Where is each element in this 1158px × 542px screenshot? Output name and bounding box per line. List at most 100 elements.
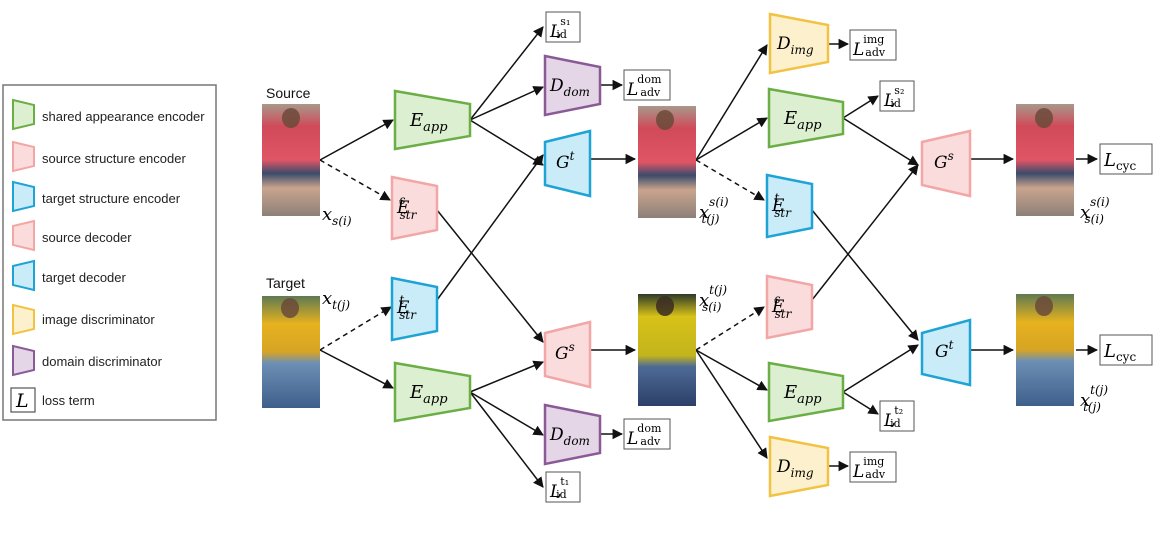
discriminator-shape <box>543 403 602 466</box>
loss-swatch <box>10 387 36 413</box>
shared-encoder-swatch <box>12 98 35 131</box>
legend-label: domain discriminator <box>42 354 163 369</box>
discriminator-shape <box>543 54 602 117</box>
legend-label: shared appearance encoder <box>42 109 205 124</box>
target-input: Target xt(j) <box>262 275 350 408</box>
arrow <box>842 117 919 166</box>
image-discriminator-swatch <box>12 303 35 336</box>
loss-box <box>1099 334 1153 366</box>
arrow <box>469 391 544 436</box>
reconstructed-target: xt(j)t(j) <box>1016 294 1108 414</box>
generated-person-head <box>656 296 674 316</box>
encoder-shape <box>393 361 472 423</box>
legend-label: loss term <box>42 393 95 408</box>
legend-item-shared: shared appearance encoder <box>12 98 205 131</box>
x-source-label: xs(i) <box>322 204 352 228</box>
discriminator-shape <box>768 435 830 498</box>
encoder-shape <box>767 87 845 149</box>
decoder-shape <box>920 318 972 387</box>
e-app-bottom-2: Eapp <box>767 361 845 423</box>
loss-box <box>879 400 915 432</box>
e-app-bottom: Eapp <box>393 361 472 423</box>
encoder-shape <box>393 89 472 151</box>
loss-cyc-top: Lcyc <box>1099 143 1153 175</box>
legend-label: target decoder <box>42 270 127 285</box>
arrow <box>811 164 919 301</box>
target-person-head <box>281 298 299 318</box>
target-caption: Target <box>266 275 305 291</box>
loss-box <box>849 451 897 483</box>
g-t-bottom: Gt <box>920 318 972 387</box>
discriminator-shape <box>768 12 830 75</box>
arrow-dashed <box>319 159 391 201</box>
arrow <box>469 86 544 121</box>
decoder-shape <box>920 129 972 198</box>
loss-box <box>849 29 897 61</box>
legend-item-img-disc: image discriminator <box>12 303 155 336</box>
e-app-top: Eapp <box>393 89 472 151</box>
loss-box <box>623 69 671 101</box>
g-s-top: Gs <box>920 129 972 198</box>
loss-box <box>545 471 581 503</box>
e-app-label: Eapp <box>783 108 822 133</box>
x-recon-target-label: xt(j)t(j) <box>1080 383 1108 414</box>
d-dom-top: Ddom <box>543 54 602 117</box>
target-encoder-swatch <box>12 180 35 213</box>
arrow <box>469 26 544 121</box>
arrow <box>319 119 394 161</box>
legend-label: source structure encoder <box>42 151 186 166</box>
arrow <box>695 117 768 161</box>
legend-item-src-dec: source decoder <box>12 219 132 252</box>
e-app-top-2: Eapp <box>767 87 845 149</box>
arrow <box>811 209 919 341</box>
arrow <box>469 119 544 166</box>
g-t-label: Gt <box>556 149 575 173</box>
decoder-shape <box>543 320 592 389</box>
legend-item-src-enc: source structure encoder <box>12 140 186 173</box>
e-app-label: Eapp <box>409 110 448 135</box>
legend-label: target structure encoder <box>42 191 181 206</box>
arrow <box>842 344 919 393</box>
connections <box>319 26 1099 488</box>
g-t-top: Gt <box>543 129 592 198</box>
encoder-shape <box>767 361 845 423</box>
d-img-top: Dimg <box>768 12 830 75</box>
arrow <box>436 209 544 343</box>
g-s-label: Gs <box>555 340 575 364</box>
arrow-dashed <box>695 306 765 351</box>
x-generated-bottom-label: xt(j)s(i) <box>699 283 727 314</box>
legend: shared appearance encoder source structu… <box>2 84 217 421</box>
d-img-label: Dimg <box>776 34 814 57</box>
arrow <box>469 360 544 393</box>
x-target-label: xt(j) <box>322 288 350 312</box>
x-generated-top-label: xs(i)t(j) <box>699 195 729 226</box>
source-person-head <box>282 108 300 128</box>
loss-swatch-symbol: L <box>15 390 29 412</box>
loss-label: Lcyc <box>1103 341 1136 364</box>
target-decoder-swatch <box>12 259 35 292</box>
d-img-label: Dimg <box>776 457 814 480</box>
generated-person-head <box>656 110 674 130</box>
loss-box <box>879 80 915 112</box>
legend-item-dom-disc: domain discriminator <box>12 344 163 377</box>
encoder-shape <box>765 274 814 340</box>
arrow <box>842 95 879 119</box>
g-t-label: Gt <box>935 338 954 362</box>
arrow <box>695 44 768 161</box>
legend-label: image discriminator <box>42 312 155 327</box>
